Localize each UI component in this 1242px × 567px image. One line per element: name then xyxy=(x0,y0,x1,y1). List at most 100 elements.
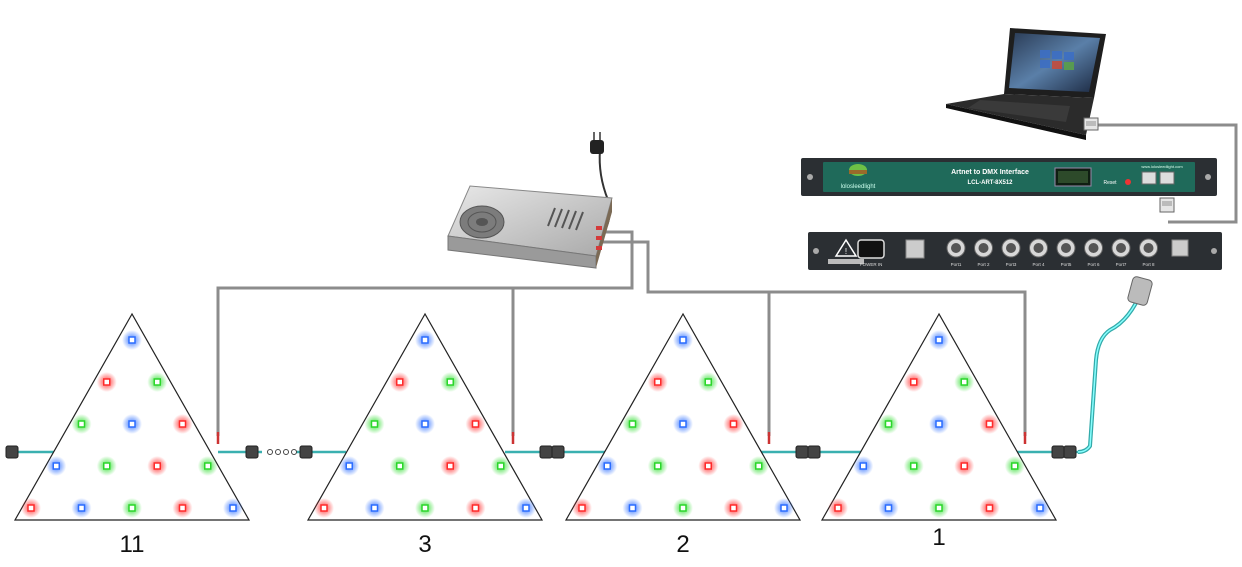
led-red xyxy=(985,420,994,428)
power-plug-icon xyxy=(590,132,604,154)
power-inlet xyxy=(857,239,885,259)
led-green xyxy=(77,420,86,428)
usb-port xyxy=(1171,239,1189,257)
led-blue xyxy=(1036,504,1044,512)
led-blue xyxy=(52,462,60,470)
dmx-port: Port3 xyxy=(1001,238,1021,267)
controller-model: LCL-ART-8X512 xyxy=(967,180,1013,186)
led-blue xyxy=(859,462,867,470)
led-green xyxy=(204,462,212,470)
led-red xyxy=(103,378,111,386)
controller-website: www.lolosleedlight.com xyxy=(1141,164,1183,169)
led-green xyxy=(960,378,968,386)
panel-number: 11 xyxy=(119,531,145,558)
dmx-port-group: Port1 Port 2 Port3 Port 4 Port5 Port 6 Port7 Po… xyxy=(946,238,1158,267)
led-red xyxy=(960,462,968,470)
led-green xyxy=(370,420,379,428)
reset-label: Reset xyxy=(1103,180,1117,186)
led-blue xyxy=(935,420,943,428)
led-blue xyxy=(128,420,136,428)
power-wire-a xyxy=(216,230,634,436)
triangle-panel xyxy=(13,312,251,521)
power-supply xyxy=(447,132,613,269)
led-blue xyxy=(345,462,353,470)
panel-number: 1 xyxy=(932,524,946,551)
led-blue xyxy=(421,420,429,428)
xlr-connector xyxy=(1127,276,1153,306)
led-blue xyxy=(884,504,893,512)
led-green xyxy=(935,504,943,512)
led-blue xyxy=(628,504,637,512)
led-green xyxy=(153,378,161,386)
led-green xyxy=(654,462,662,470)
led-red xyxy=(153,462,161,470)
power-label: POWER IN xyxy=(860,262,883,267)
controller-brand: lolosleedlight xyxy=(841,184,876,190)
dmx-port-label: Port 8 xyxy=(1142,262,1155,267)
led-green xyxy=(679,504,687,512)
connectors xyxy=(5,445,1077,459)
led-red xyxy=(985,504,994,512)
fan-icon xyxy=(459,205,505,239)
dmx-port-label: Port7 xyxy=(1116,262,1127,267)
led-blue xyxy=(679,336,687,344)
led-blue xyxy=(370,504,379,512)
dmx-port: Port 4 xyxy=(1029,238,1048,267)
triangle-panel xyxy=(564,312,802,521)
led-red xyxy=(704,462,712,470)
vent-slots xyxy=(547,207,584,231)
led-red xyxy=(27,504,35,512)
led-green xyxy=(103,462,111,470)
ethernet-port-2 xyxy=(1159,171,1175,185)
led-green xyxy=(446,378,454,386)
triangle-panel xyxy=(306,312,544,521)
windows-tiles xyxy=(1040,50,1074,70)
led-red xyxy=(654,378,662,386)
triangle-panels xyxy=(13,312,1058,521)
chain-dots xyxy=(267,449,297,455)
led-red xyxy=(471,504,480,512)
triangle-panel xyxy=(820,312,1058,521)
dmx-port-label: Port3 xyxy=(1006,262,1017,267)
dmx-port: Port7 xyxy=(1111,238,1131,267)
led-blue xyxy=(603,462,611,470)
led-green xyxy=(704,378,712,386)
dmx-port: Port 8 xyxy=(1139,238,1158,267)
warning-icon: ! xyxy=(828,238,864,264)
brand-logo xyxy=(849,164,867,176)
led-red xyxy=(729,420,738,428)
led-red xyxy=(578,504,586,512)
power-wiring xyxy=(216,123,1238,436)
dmx-port-label: Port 6 xyxy=(1087,262,1100,267)
led-green xyxy=(755,462,763,470)
dmx-port: Port1 xyxy=(946,238,966,267)
led-red xyxy=(178,420,187,428)
led-blue xyxy=(128,336,136,344)
led-green xyxy=(884,420,893,428)
led-red xyxy=(446,462,454,470)
led-green xyxy=(396,462,404,470)
dmx-port-label: Port5 xyxy=(1061,262,1072,267)
dmx-port-label: Port 4 xyxy=(1032,262,1045,267)
panel-number: 3 xyxy=(418,531,432,558)
led-red xyxy=(729,504,738,512)
led-green xyxy=(910,462,918,470)
led-red xyxy=(396,378,404,386)
led-green xyxy=(421,504,429,512)
led-blue xyxy=(780,504,788,512)
led-green xyxy=(497,462,505,470)
led-red xyxy=(471,420,480,428)
reset-button xyxy=(1125,179,1131,185)
dmx-port: Port5 xyxy=(1056,238,1076,267)
led-blue xyxy=(77,504,86,512)
controller-title: Artnet to DMX Interface xyxy=(951,169,1029,176)
led-blue xyxy=(935,336,943,344)
led-red xyxy=(178,504,187,512)
power-wire-b xyxy=(600,240,1027,436)
led-red xyxy=(834,504,842,512)
dmx-port: Port 2 xyxy=(974,238,993,267)
led-blue xyxy=(229,504,237,512)
led-green xyxy=(1011,462,1019,470)
controller-ethernet-plug xyxy=(1159,197,1175,213)
